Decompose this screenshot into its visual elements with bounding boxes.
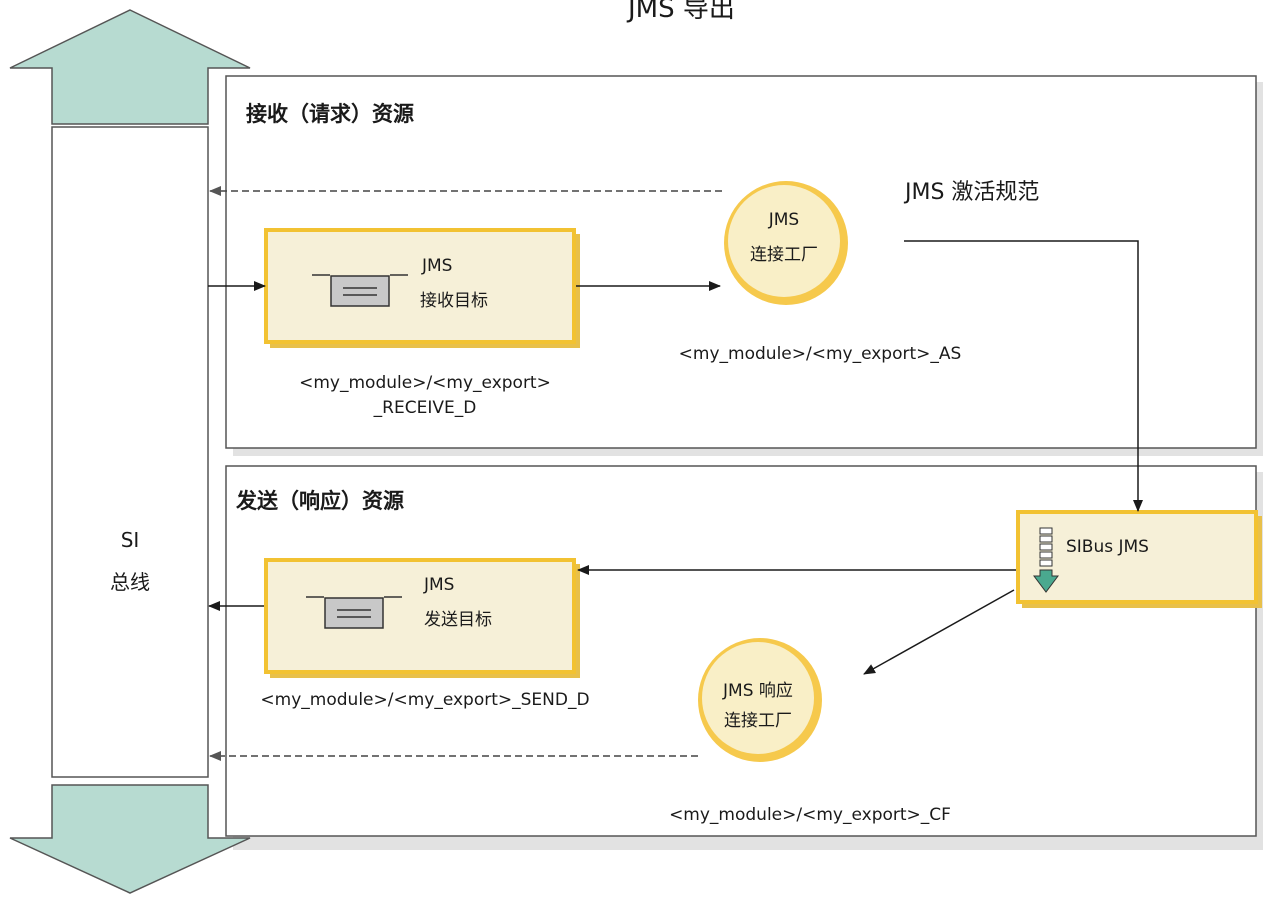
factory-to-sibus-arrow <box>904 240 1143 512</box>
si-bus <box>51 126 209 778</box>
receive-destination-line1: JMS <box>422 256 453 276</box>
send-destination-line2: 发送目标 <box>424 610 492 630</box>
response-cf-circle <box>702 642 814 754</box>
send-section-title: 发送（响应）资源 <box>236 489 404 513</box>
bus-label-line1: SI <box>120 528 140 552</box>
receive-destination-box <box>264 228 576 344</box>
response-circle-line2: 连接工厂 <box>724 711 792 731</box>
bus-up-arrow <box>9 9 251 125</box>
send-destination-line1: JMS <box>424 575 455 595</box>
activation-spec-label: JMS 激活规范 <box>905 180 1040 205</box>
activation-circle-line1: JMS <box>768 210 800 230</box>
receive-destination-line2: 接收目标 <box>420 291 488 311</box>
receive-destination-name-line1: <my_module>/<my_export> <box>299 373 551 393</box>
receive-section-title: 接收（请求）资源 <box>246 102 414 126</box>
sibus-label: SIBus JMS <box>1066 537 1149 557</box>
send-destination-name: <my_module>/<my_export>_SEND_D <box>260 690 590 710</box>
bus-label-line2: 总线 <box>110 570 150 594</box>
response-cf-name: <my_module>/<my_export>_CF <box>669 805 951 825</box>
bus-down-arrow <box>9 784 251 894</box>
send-destination-box <box>264 558 576 674</box>
activation-circle-line2: 连接工厂 <box>750 245 818 265</box>
response-circle-line1: JMS 响应 <box>723 681 793 701</box>
sibus-to-response-arrow <box>863 589 1015 675</box>
send-queue-icon <box>306 596 402 629</box>
diagram-title: JMS 导出 <box>628 0 735 24</box>
receive-queue-icon <box>312 274 408 307</box>
activation-spec-circle <box>728 185 840 297</box>
activation-spec-name: <my_module>/<my_export>_AS <box>678 344 962 364</box>
sibus-icon <box>1033 527 1059 593</box>
sibus-box <box>1016 510 1258 604</box>
receive-destination-name-line2: _RECEIVE_D <box>373 398 477 418</box>
